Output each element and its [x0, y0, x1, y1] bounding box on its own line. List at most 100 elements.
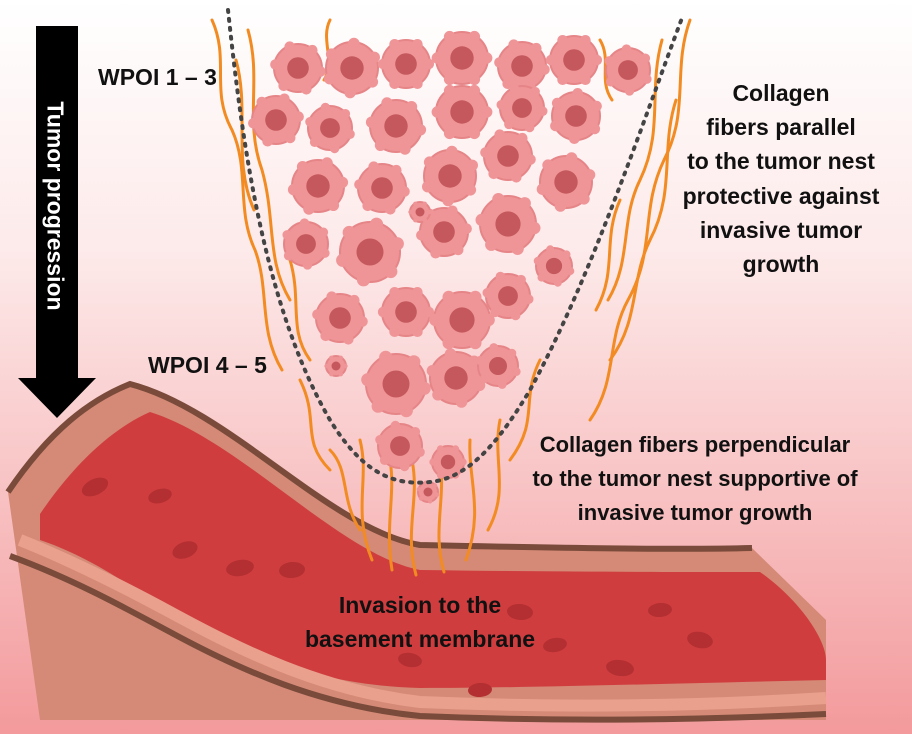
tumor-cell-bleb — [580, 74, 591, 85]
tumor-cell-bleb — [435, 493, 439, 497]
tumor-cell-bleb — [324, 364, 328, 368]
tumor-cell-bleb — [343, 334, 354, 345]
tumor-cell-bleb — [525, 123, 535, 133]
tumor-cell-bleb — [432, 106, 443, 117]
invasion-label: Invasion to the basement membrane — [270, 588, 570, 656]
tumor-cell-nucleus — [320, 118, 340, 138]
tumor-cell-bleb — [557, 74, 568, 85]
tumor-cell-bleb — [408, 210, 412, 214]
tumor-cell-bleb — [284, 41, 295, 52]
tumor-cell-bleb — [357, 273, 370, 286]
tumor-cell-nucleus — [340, 56, 363, 79]
tumor-cell-bleb — [489, 343, 498, 352]
tumor-cell-bleb — [337, 177, 348, 188]
tumor-cell-bleb — [566, 152, 577, 163]
tumor-cell-bleb — [442, 195, 453, 206]
tumor-cell-bleb — [336, 254, 349, 267]
tumor-cell-nucleus — [489, 357, 507, 375]
tumor-cell-nucleus — [438, 164, 461, 187]
tumor-cell-bleb — [412, 78, 423, 89]
tumor-cell-bleb — [584, 169, 595, 180]
tumor-cell-bleb — [262, 136, 273, 147]
tumor-cell-nucleus — [306, 174, 329, 197]
tumor-cell-bleb — [411, 427, 421, 437]
parallel-line: fibers parallel — [651, 110, 911, 144]
tumor-cell-bleb — [433, 483, 437, 487]
tumor-cell-bleb — [413, 218, 417, 222]
tumor-cell-bleb — [330, 144, 340, 154]
parallel-line: growth — [651, 247, 911, 281]
tumor-cell-bleb — [469, 85, 480, 96]
perpendicular-line: to the tumor nest supportive of — [480, 462, 910, 496]
parallel-line: protective against — [651, 179, 911, 213]
tumor-cell-bleb — [580, 35, 591, 46]
tumor-cell-bleb — [443, 337, 455, 349]
tumor-cell-bleb — [447, 206, 458, 217]
tumor-cell-bleb — [406, 101, 417, 112]
tumor-cell-bleb — [446, 146, 457, 157]
tumor-cell-bleb — [469, 74, 480, 85]
tumor-cell-bleb — [416, 230, 427, 241]
tumor-cell-bleb — [456, 396, 467, 407]
tumor-cell-bleb — [312, 309, 323, 320]
tumor-cell-bleb — [329, 356, 333, 360]
tumor-cell-bleb — [444, 74, 455, 85]
tumor-cell-bleb — [469, 291, 481, 303]
tumor-cell-bleb — [481, 106, 492, 117]
tumor-cell-bleb — [480, 375, 489, 384]
tumor-cell-bleb — [430, 248, 441, 259]
tumor-cell-bleb — [572, 88, 583, 99]
tumor-cell-bleb — [354, 179, 365, 190]
tumor-cell-nucleus — [449, 307, 474, 332]
tumor-cell-bleb — [467, 160, 478, 171]
tumor-cell-bleb — [391, 237, 404, 250]
tumor-cell-bleb — [357, 316, 368, 327]
tumor-cell-bleb — [319, 228, 329, 238]
tumor-cell — [324, 356, 347, 377]
tumor-cell-bleb — [531, 43, 542, 54]
tumor-cell-bleb — [423, 218, 427, 222]
tumor-cell-bleb — [550, 121, 561, 132]
tumor-cell-bleb — [282, 230, 292, 240]
tumor-cell-bleb — [625, 86, 635, 96]
tumor-cell-nucleus — [383, 371, 410, 398]
tumor-cell-bleb — [380, 455, 390, 465]
tumor-cell-bleb — [498, 380, 507, 389]
tumor-cell-bleb — [508, 39, 519, 50]
tumor-cell-bleb — [525, 154, 536, 165]
tumor-cell-bleb — [591, 101, 602, 112]
tumor-cell-bleb — [329, 372, 333, 376]
tumor-cell-bleb — [511, 243, 523, 255]
tumor-cell-bleb — [460, 459, 467, 466]
tumor-cell-nucleus — [546, 258, 562, 274]
tumor-cell-bleb — [423, 202, 427, 206]
tumor-cell-nucleus — [511, 55, 533, 77]
perpendicular-line: invasive tumor growth — [480, 496, 910, 530]
parallel-fibers-label: Collagen fibers parallel to the tumor ne… — [651, 76, 911, 281]
tumor-cell-bleb — [427, 365, 438, 376]
tumor-cell-bleb — [321, 157, 332, 168]
tumor-cell-bleb — [378, 59, 389, 70]
tumor-cell-nucleus — [395, 53, 417, 75]
tumor-cell-bleb — [511, 172, 522, 183]
tumor-cell-bleb — [511, 311, 521, 321]
invasion-line: Invasion to the — [270, 588, 570, 622]
tumor-cell-nucleus — [371, 177, 393, 199]
tumor-cell-bleb — [343, 226, 356, 239]
tumor-cell-bleb — [519, 197, 531, 209]
tumor-cell-bleb — [641, 54, 651, 64]
tumor-cell-nucleus — [450, 100, 473, 123]
tumor-cell-bleb — [391, 165, 402, 176]
parallel-line: invasive tumor — [651, 213, 911, 247]
tumor-cell-bleb — [432, 52, 443, 63]
tumor-cell-bleb — [362, 201, 373, 212]
tumor-cell-nucleus — [332, 362, 341, 371]
tumor-cell-nucleus — [395, 301, 417, 323]
tumor-cell-bleb — [307, 45, 318, 56]
tumor-cell-nucleus — [450, 46, 473, 69]
tumor-cell-bleb — [412, 287, 423, 298]
tumor-cell-bleb — [555, 200, 566, 211]
tumor-cell-bleb — [375, 435, 385, 445]
tumor-cell-bleb — [366, 117, 377, 128]
